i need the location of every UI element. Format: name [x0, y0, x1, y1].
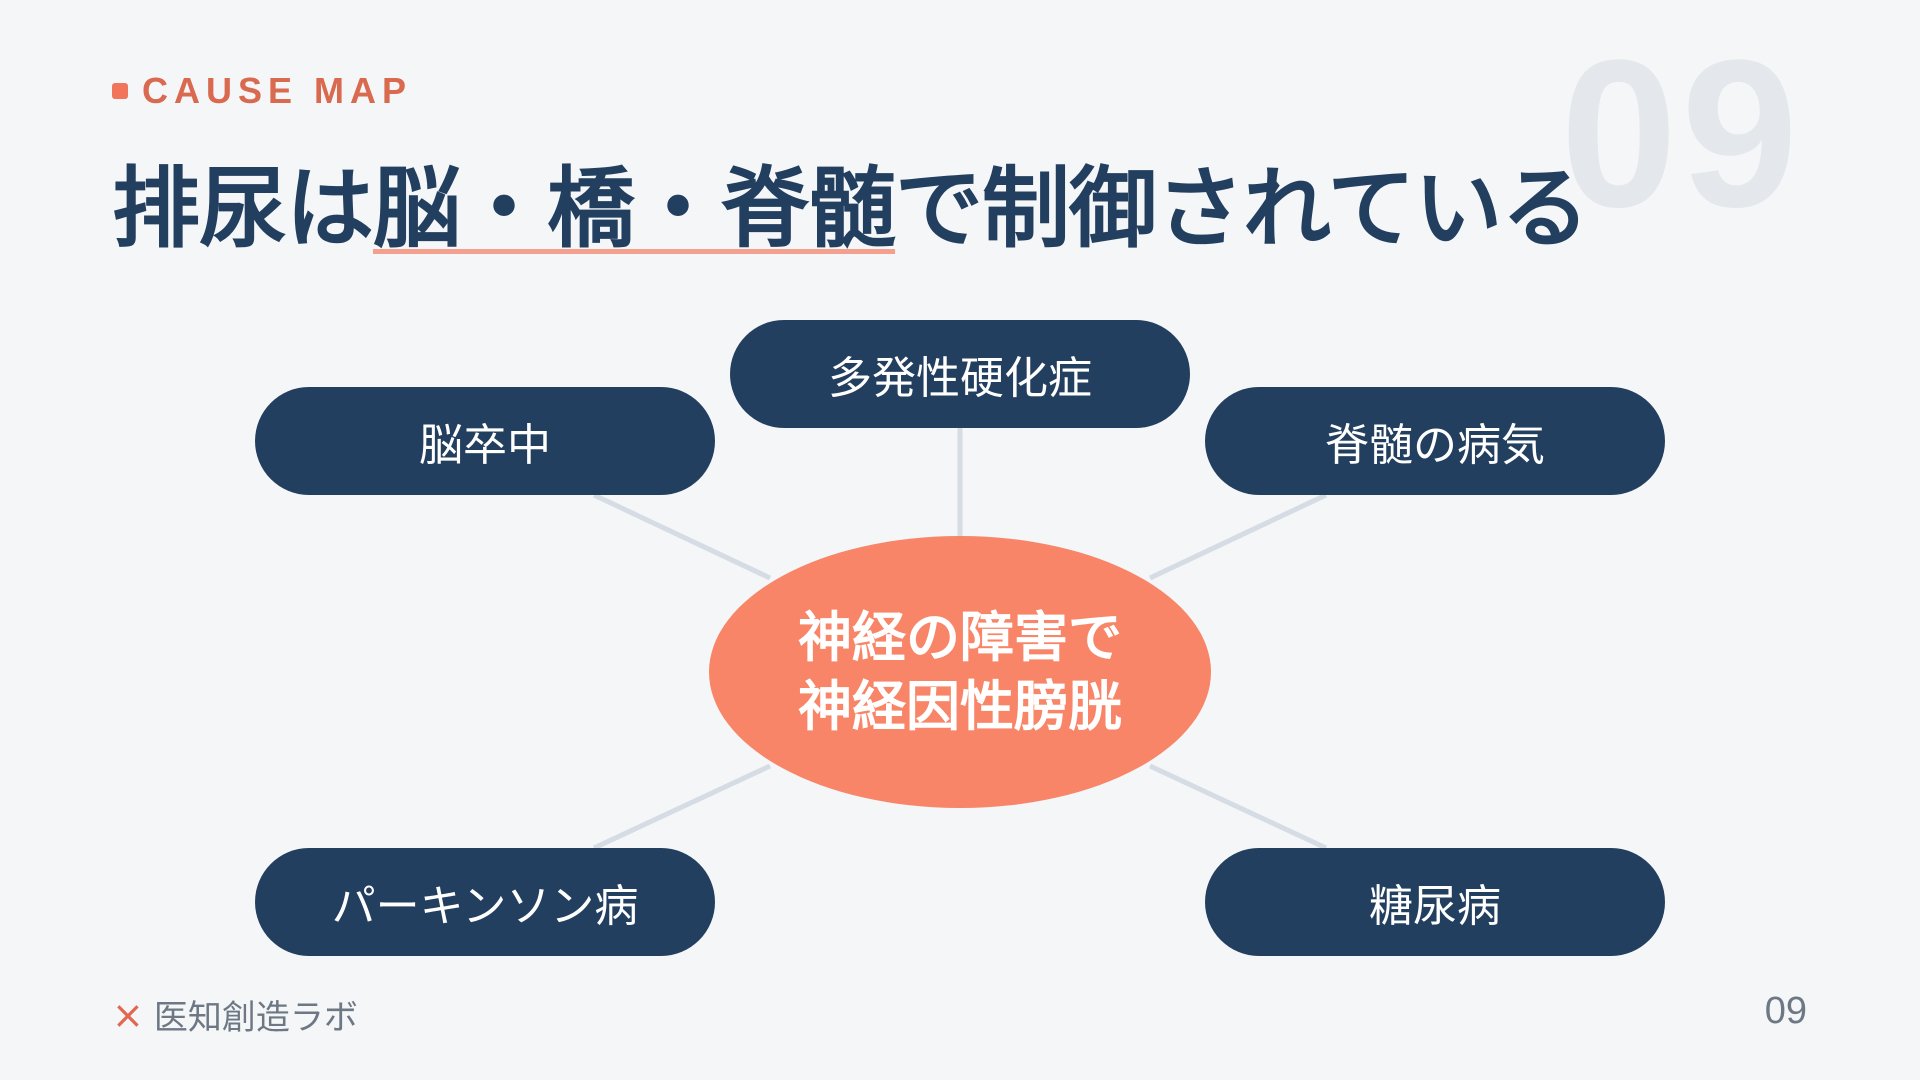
- connector-upper-left: [592, 492, 772, 581]
- cause-node-multiple-sclerosis: 多発性硬化症: [730, 320, 1190, 428]
- node-label: 脊髄の病気: [1325, 420, 1545, 471]
- cause-node-diabetes: 糖尿病: [1205, 848, 1665, 956]
- cross-icon: ×: [112, 992, 144, 1037]
- footer-brand: × 医知創造ラボ: [112, 990, 358, 1039]
- cause-node-parkinsons: パーキンソン病: [255, 848, 715, 956]
- page-number: 09: [1764, 990, 1807, 1032]
- node-label: パーキンソン病: [331, 881, 639, 932]
- connector-lower-left: [592, 763, 772, 851]
- cause-node-spinal-disease: 脊髄の病気: [1205, 387, 1665, 495]
- title-suffix: で制御されている: [895, 157, 1589, 260]
- eyebrow: CAUSE MAP: [112, 70, 412, 112]
- title-highlight: 脳・橋・脊髄: [373, 157, 896, 260]
- connector-upper-right: [1148, 492, 1328, 581]
- center-line-1: 神経の障害で: [798, 605, 1122, 669]
- node-label: 脳卒中: [419, 420, 551, 471]
- eyebrow-label: CAUSE MAP: [142, 70, 413, 111]
- node-label: 糖尿病: [1369, 881, 1501, 932]
- cause-node-stroke: 脳卒中: [255, 387, 715, 495]
- page-title: 排尿は脳・橋・脊髄で制御されている: [112, 138, 1589, 265]
- title-prefix: 排尿は: [112, 157, 374, 260]
- connector-lower-right: [1148, 763, 1328, 851]
- center-node-neurogenic-bladder: 神経の障害で 神経因性膀胱: [709, 536, 1211, 808]
- brand-name: 医知創造ラボ: [153, 998, 358, 1038]
- node-label: 多発性硬化症: [828, 353, 1092, 404]
- center-line-2: 神経因性膀胱: [798, 675, 1122, 738]
- slide-number-watermark: 09: [1560, 16, 1802, 251]
- eyebrow-square-icon: [112, 83, 128, 99]
